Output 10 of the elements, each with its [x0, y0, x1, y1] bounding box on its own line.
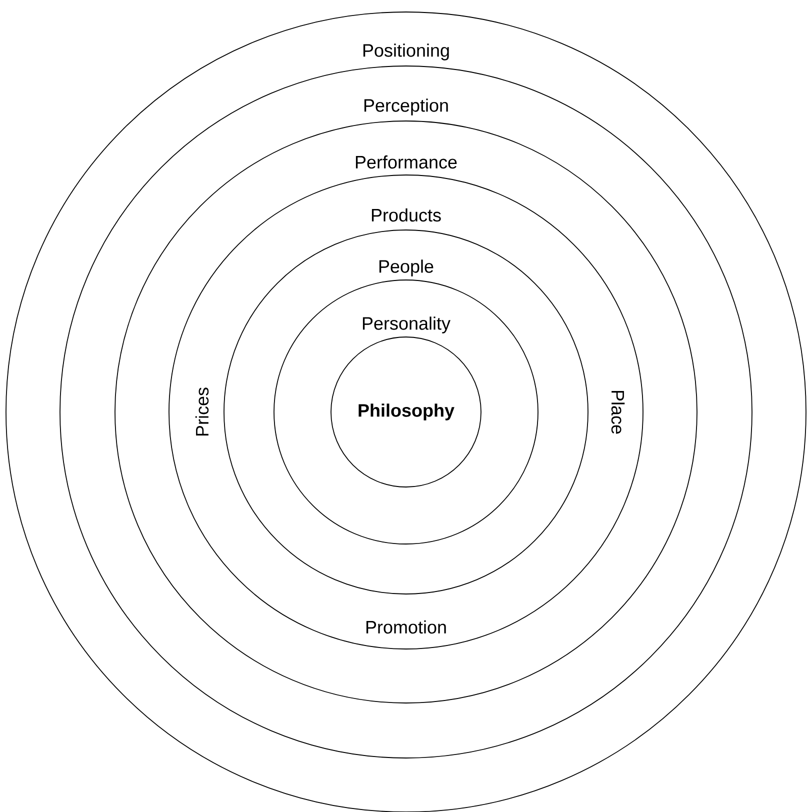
ring-label: Prices [195, 388, 209, 436]
ring-label: People [379, 260, 434, 276]
ring-label: Personality [362, 316, 450, 334]
ring-label: Positioning [363, 44, 449, 60]
ring-label: Promotion [366, 620, 446, 634]
ring-label: Perception [364, 98, 448, 116]
ring-label: Place [611, 390, 625, 434]
ring-label: Products [372, 208, 441, 222]
ring-label: Performance [356, 155, 457, 169]
ring-label: Philosophy [358, 404, 454, 420]
